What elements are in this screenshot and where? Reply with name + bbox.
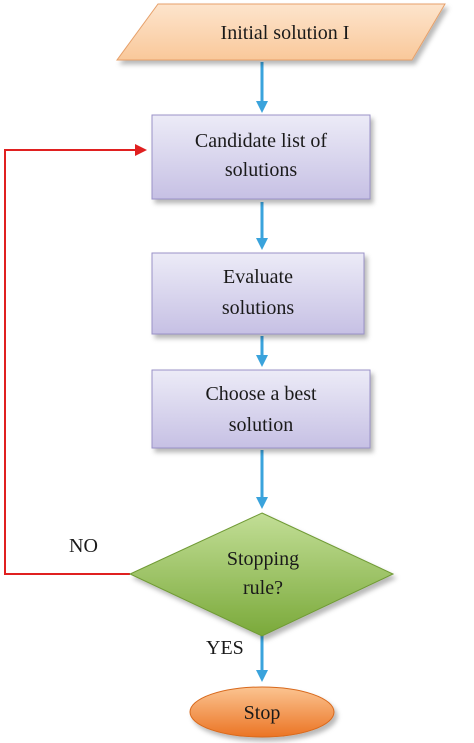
initial-solution-label: Initial solution I [221,22,350,44]
decision-diamond [128,512,395,637]
node-stopping-rule [128,512,395,637]
choose-label-line1: Choose a best [205,383,317,405]
node-choose-best [151,369,371,449]
choose-label-line2: solution [229,414,293,436]
terminal-ellipse [189,686,335,738]
node-stop [189,686,335,738]
evaluate-label-line1: Evaluate [223,266,293,288]
process-box-candidate [151,114,371,200]
process-box-evaluate [151,252,365,335]
stop-label: Stop [244,702,281,724]
edge-label-no: NO [69,535,98,557]
arrow-no-loop [4,144,147,575]
node-candidate-list [151,114,371,200]
candidate-label-line1: Candidate list of [195,130,328,152]
stopping-label-line1: Stopping [227,548,299,570]
evaluate-label-line2: solutions [222,297,294,319]
node-initial-solution [116,3,446,61]
candidate-label-line2: solutions [225,159,297,181]
parallelogram-shape [116,3,446,61]
node-evaluate [151,252,365,335]
edge-label-yes: YES [206,637,244,659]
process-box-choose [151,369,371,449]
feedback-arrow [4,144,147,575]
stopping-label-line2: rule? [243,577,283,599]
